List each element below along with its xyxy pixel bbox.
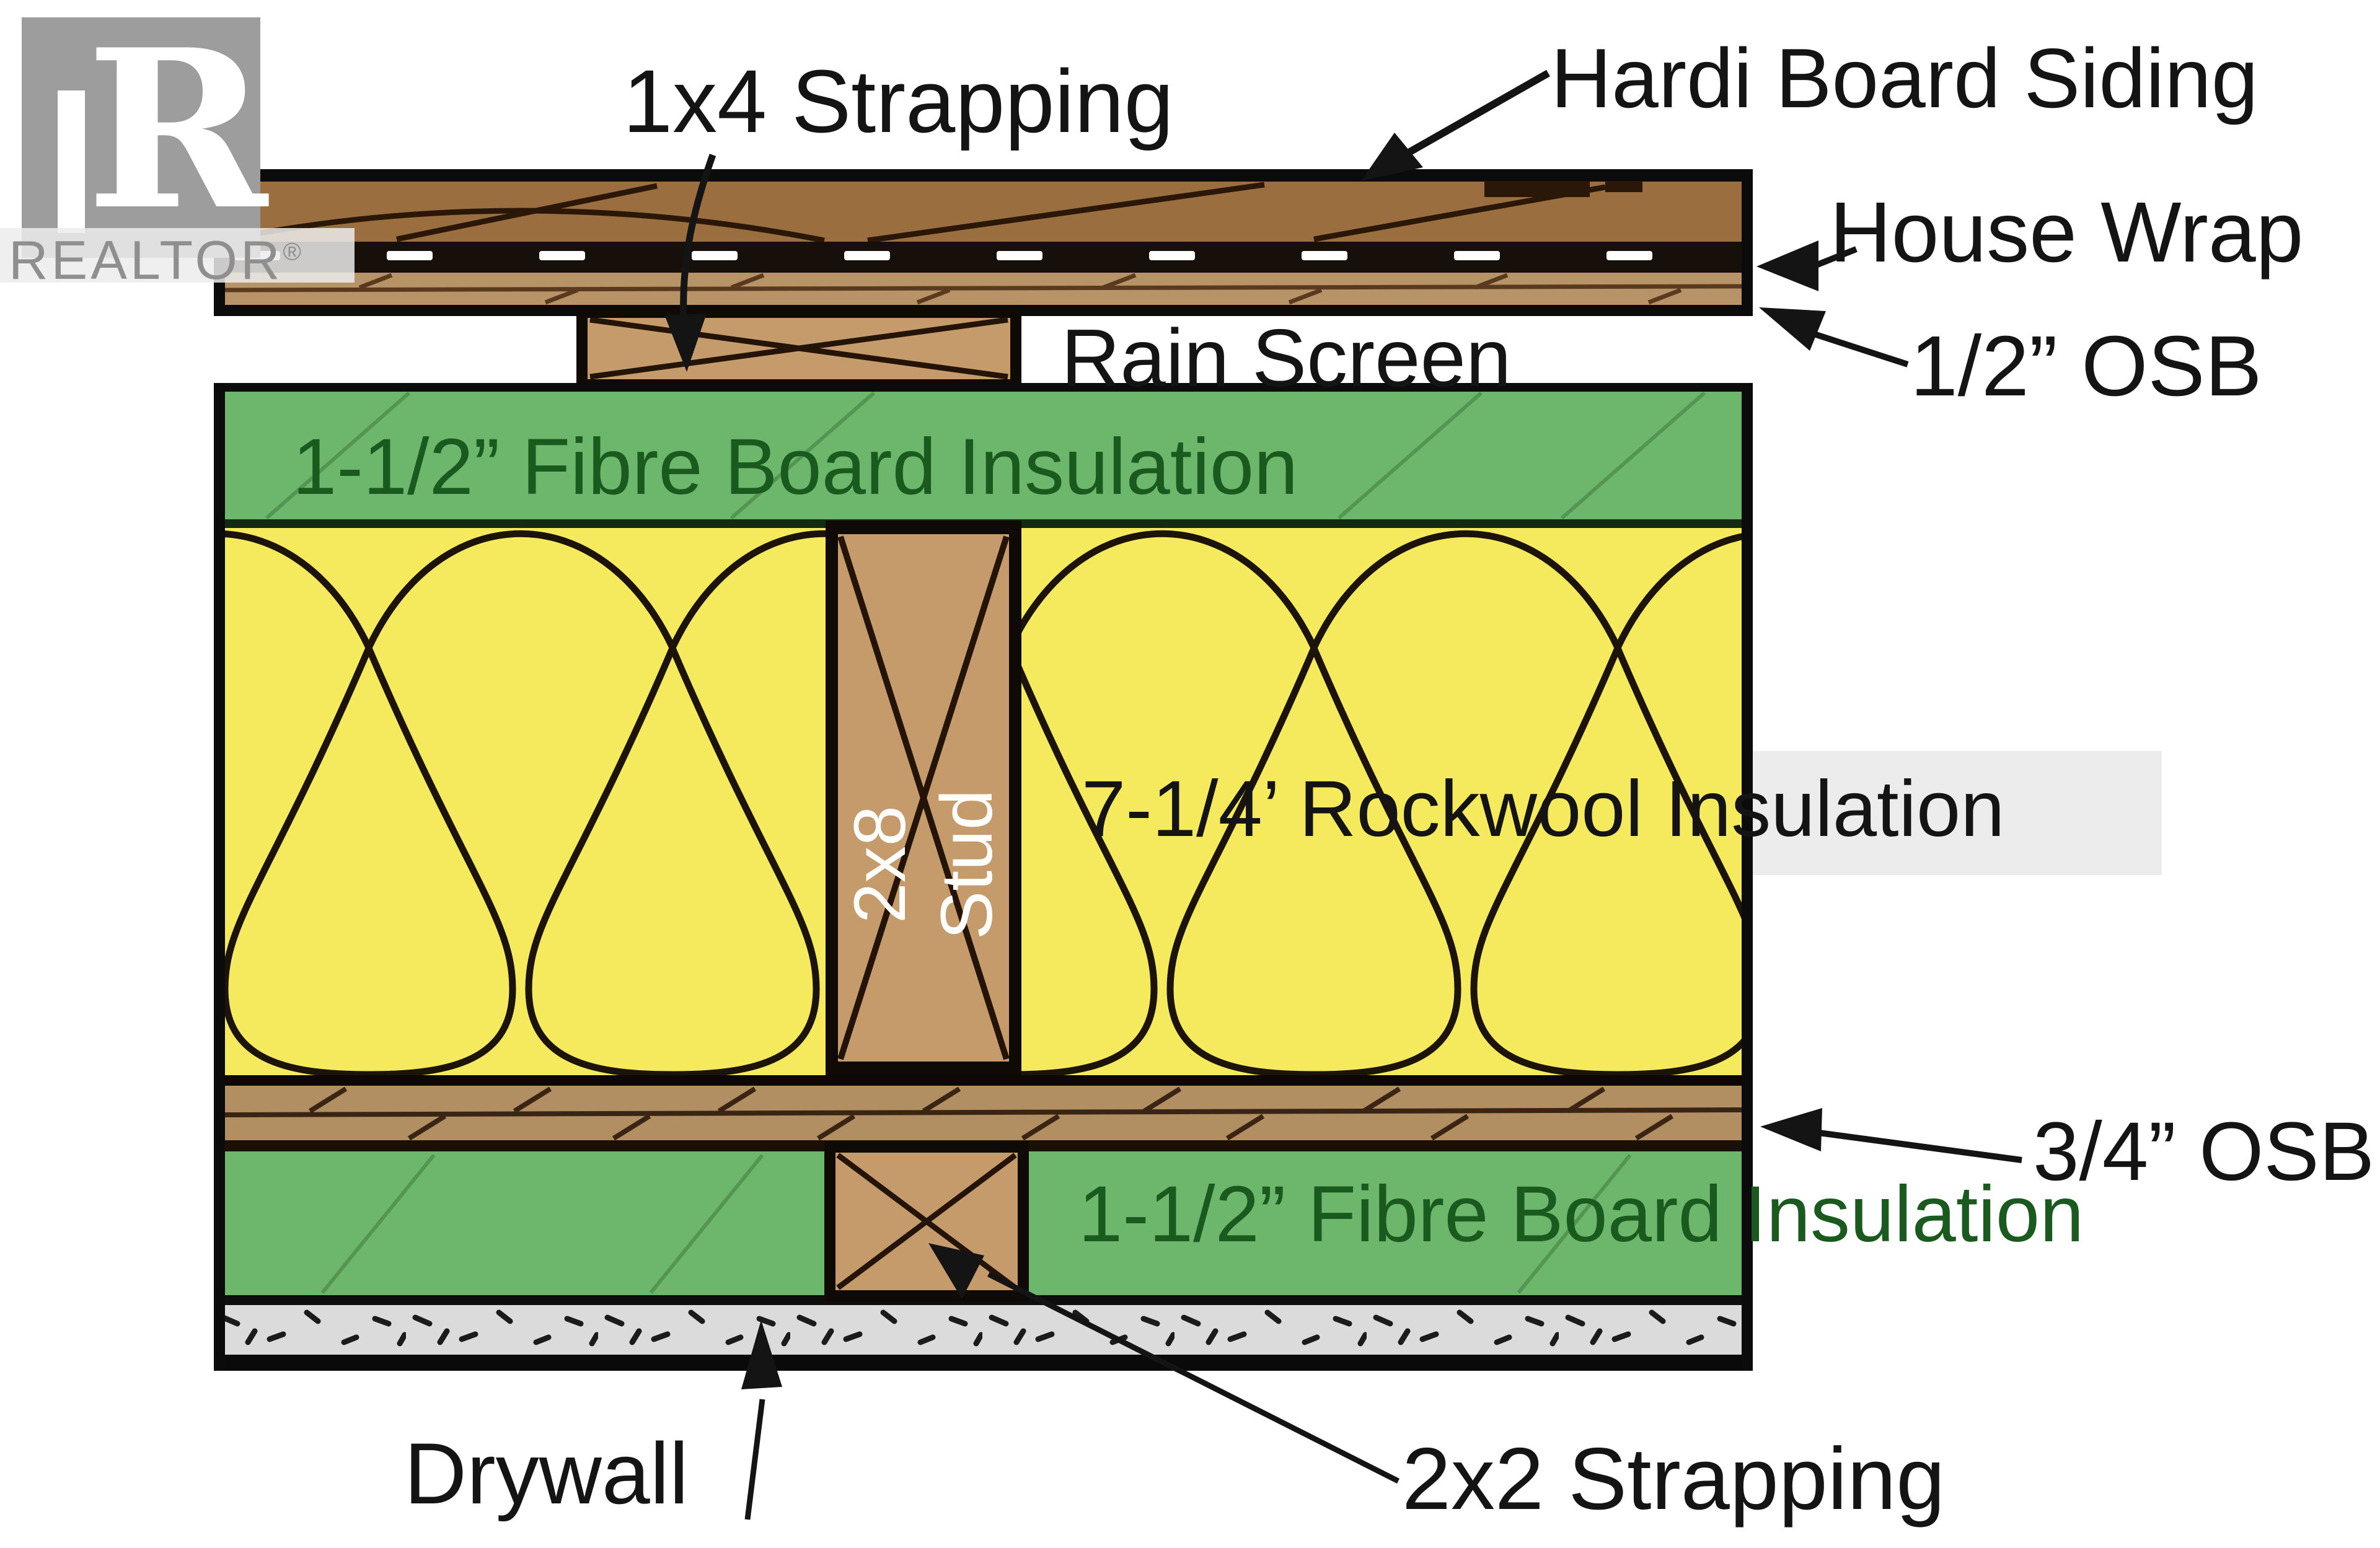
annotation-arrows	[664, 69, 2022, 1520]
watermark-brand: REALTOR	[9, 229, 283, 291]
arrow-house-wrap	[1756, 240, 1858, 291]
drywall-layer	[214, 1305, 1753, 1371]
siding-notch	[1484, 181, 1590, 197]
arrow-osb-three-quarter	[1760, 1108, 2022, 1163]
label-drywall: Drywall	[404, 1425, 689, 1522]
registered-mark: ®	[283, 238, 304, 266]
osb-half-joints	[224, 273, 1742, 305]
arrow-2x2-strapping	[928, 1243, 1400, 1484]
house-wrap-dashes	[225, 250, 1742, 262]
label-2x2-strapping: 2x2 Strapping	[1402, 1430, 1946, 1528]
realtor-logo-letter: R	[86, 2, 268, 258]
osb-three-quarter-joints	[224, 1086, 1742, 1141]
arrow-1x4-strapping	[664, 154, 716, 372]
strapping-1x4-cross	[589, 317, 1008, 380]
stud-size-text: 2x8	[839, 805, 921, 924]
arrow-osb-half	[1759, 307, 1909, 367]
arrow-drywall	[741, 1320, 782, 1520]
strapping-2x2-cross	[836, 1153, 1017, 1290]
stud-cross	[837, 535, 1010, 1060]
fibre-board-top-layer	[214, 383, 1753, 528]
realtor-logo: R	[22, 17, 268, 258]
rockwool-batt-pattern-right	[1018, 530, 1747, 1078]
rockwool-batt-pattern-left	[218, 530, 829, 1078]
label-stud: 2x8 Stud	[829, 679, 1018, 1050]
label-rain-screen: Rain Screen	[1061, 312, 1512, 403]
osb-three-quarter-layer	[214, 1075, 1753, 1151]
stud-2x8	[826, 521, 1021, 1075]
house-wrap-layer	[214, 242, 1753, 273]
fibre-top-streaks	[265, 391, 1706, 520]
rockwool-label-highlight	[1753, 751, 2162, 875]
drywall-speckles	[214, 1305, 1753, 1355]
arrow-hardi-board	[1361, 69, 1550, 181]
label-fibre-board-top: 1-1/2” Fibre Board Insulation	[293, 423, 1298, 511]
label-1x4-strapping: 1x4 Strapping	[623, 51, 1174, 151]
stud-word-text: Stud	[926, 789, 1008, 940]
label-hardi-board: Hardi Board Siding	[1551, 31, 2259, 125]
strapping-1x4-block	[576, 307, 1021, 390]
label-fibre-board-bottom: 1-1/2” Fibre Board Insulation	[1078, 1170, 2084, 1259]
label-osb-half: 1/2” OSB	[1910, 319, 2262, 414]
siding-notch-small	[1605, 181, 1642, 192]
label-osb-three-quarter: 3/4” OSB	[2033, 1106, 2375, 1198]
watermark-text: REALTOR®	[9, 233, 304, 288]
watermark-strip	[0, 228, 355, 283]
label-rockwool: 7-1/4’ Rockwool Insulation	[1082, 765, 2005, 853]
fibre-bottom-streaks	[320, 1154, 1632, 1294]
hardi-siding-layer	[214, 169, 1753, 244]
realtor-logo-bar	[58, 90, 85, 233]
label-house-wrap: House Wrap	[1830, 185, 2304, 280]
